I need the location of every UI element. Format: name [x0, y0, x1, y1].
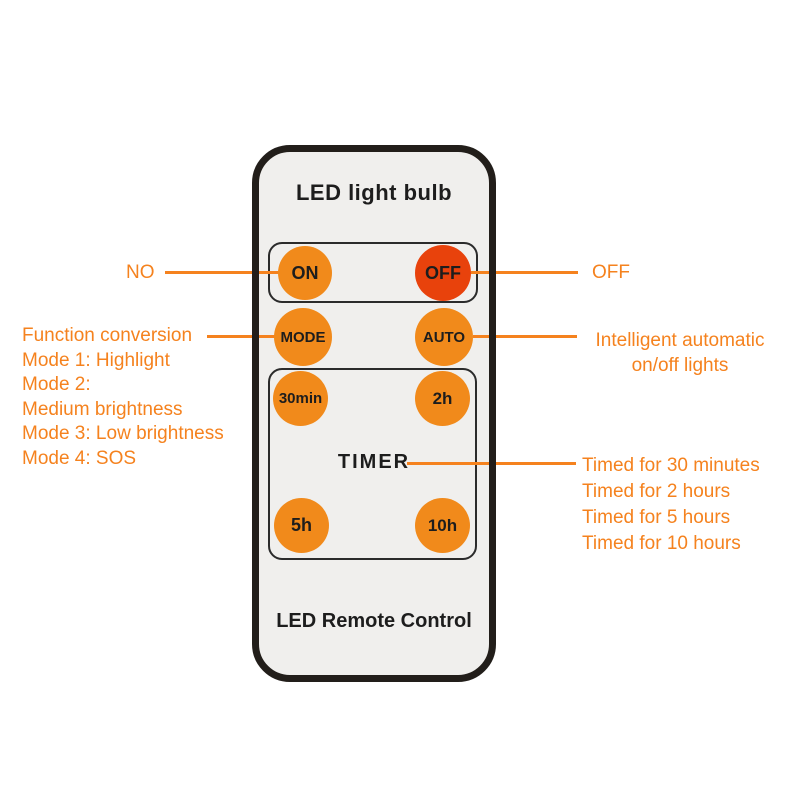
callout-line-mode: [207, 335, 259, 338]
callout-line-off: [489, 271, 578, 274]
annotation-mode-3: Mode 3: Low brightness: [22, 423, 224, 444]
annotation-mode-block: Function conversion Mode 1: Highlight Mo…: [22, 324, 224, 471]
callout-line-auto-inner: [473, 335, 489, 338]
callout-line-mode-inner: [259, 335, 275, 338]
mode-button: MODE: [274, 308, 332, 366]
annotation-timed-5h: Timed for 5 hours: [582, 507, 731, 528]
annotation-mode-2: Mode 2:: [22, 374, 91, 395]
remote-body: LED light bulb ON OFF MODE AUTO 30min 2h…: [252, 145, 496, 682]
off-button: OFF: [415, 245, 471, 301]
timer-5h-button: 5h: [274, 498, 329, 553]
timer-10h-button: 10h: [415, 498, 470, 553]
annotation-mode-1: Mode 1: Highlight: [22, 349, 170, 371]
callout-line-timer-inner: [407, 462, 489, 465]
annotation-timed-2h: Timed for 2 hours: [582, 481, 731, 502]
callout-line-timer: [489, 462, 576, 465]
annotation-auto-line1: Intelligent automatic: [595, 330, 765, 351]
annotation-auto-line2: on/off lights: [631, 355, 729, 376]
remote-title: LED light bulb: [295, 180, 453, 205]
annotation-no: NO: [126, 262, 155, 283]
timer-2h-button: 2h: [415, 371, 470, 426]
annotation-mode-4: Mode 4: SOS: [22, 447, 137, 469]
annotation-auto-block: Intelligent automatic on/off lights: [580, 328, 780, 378]
annotation-function-conversion: Function conversion: [22, 325, 193, 346]
timer-section-label: TIMER: [337, 451, 411, 473]
callout-line-on: [165, 271, 259, 274]
annotation-timer-block: Timed for 30 minutes Timed for 2 hours T…: [582, 453, 760, 557]
timer-30min-button: 30min: [273, 371, 328, 426]
annotation-off: OFF: [592, 262, 630, 283]
annotation-timed-30min: Timed for 30 minutes: [582, 455, 760, 476]
auto-button: AUTO: [415, 308, 473, 366]
annotation-timed-10h: Timed for 10 hours: [582, 533, 741, 554]
remote-footer: LED Remote Control: [276, 610, 472, 632]
callout-line-off-inner: [471, 271, 489, 274]
callout-line-on-inner: [259, 271, 279, 274]
callout-line-auto: [489, 335, 577, 338]
annotation-mode-2-detail: Medium brightness: [22, 398, 183, 420]
on-button: ON: [278, 246, 332, 300]
